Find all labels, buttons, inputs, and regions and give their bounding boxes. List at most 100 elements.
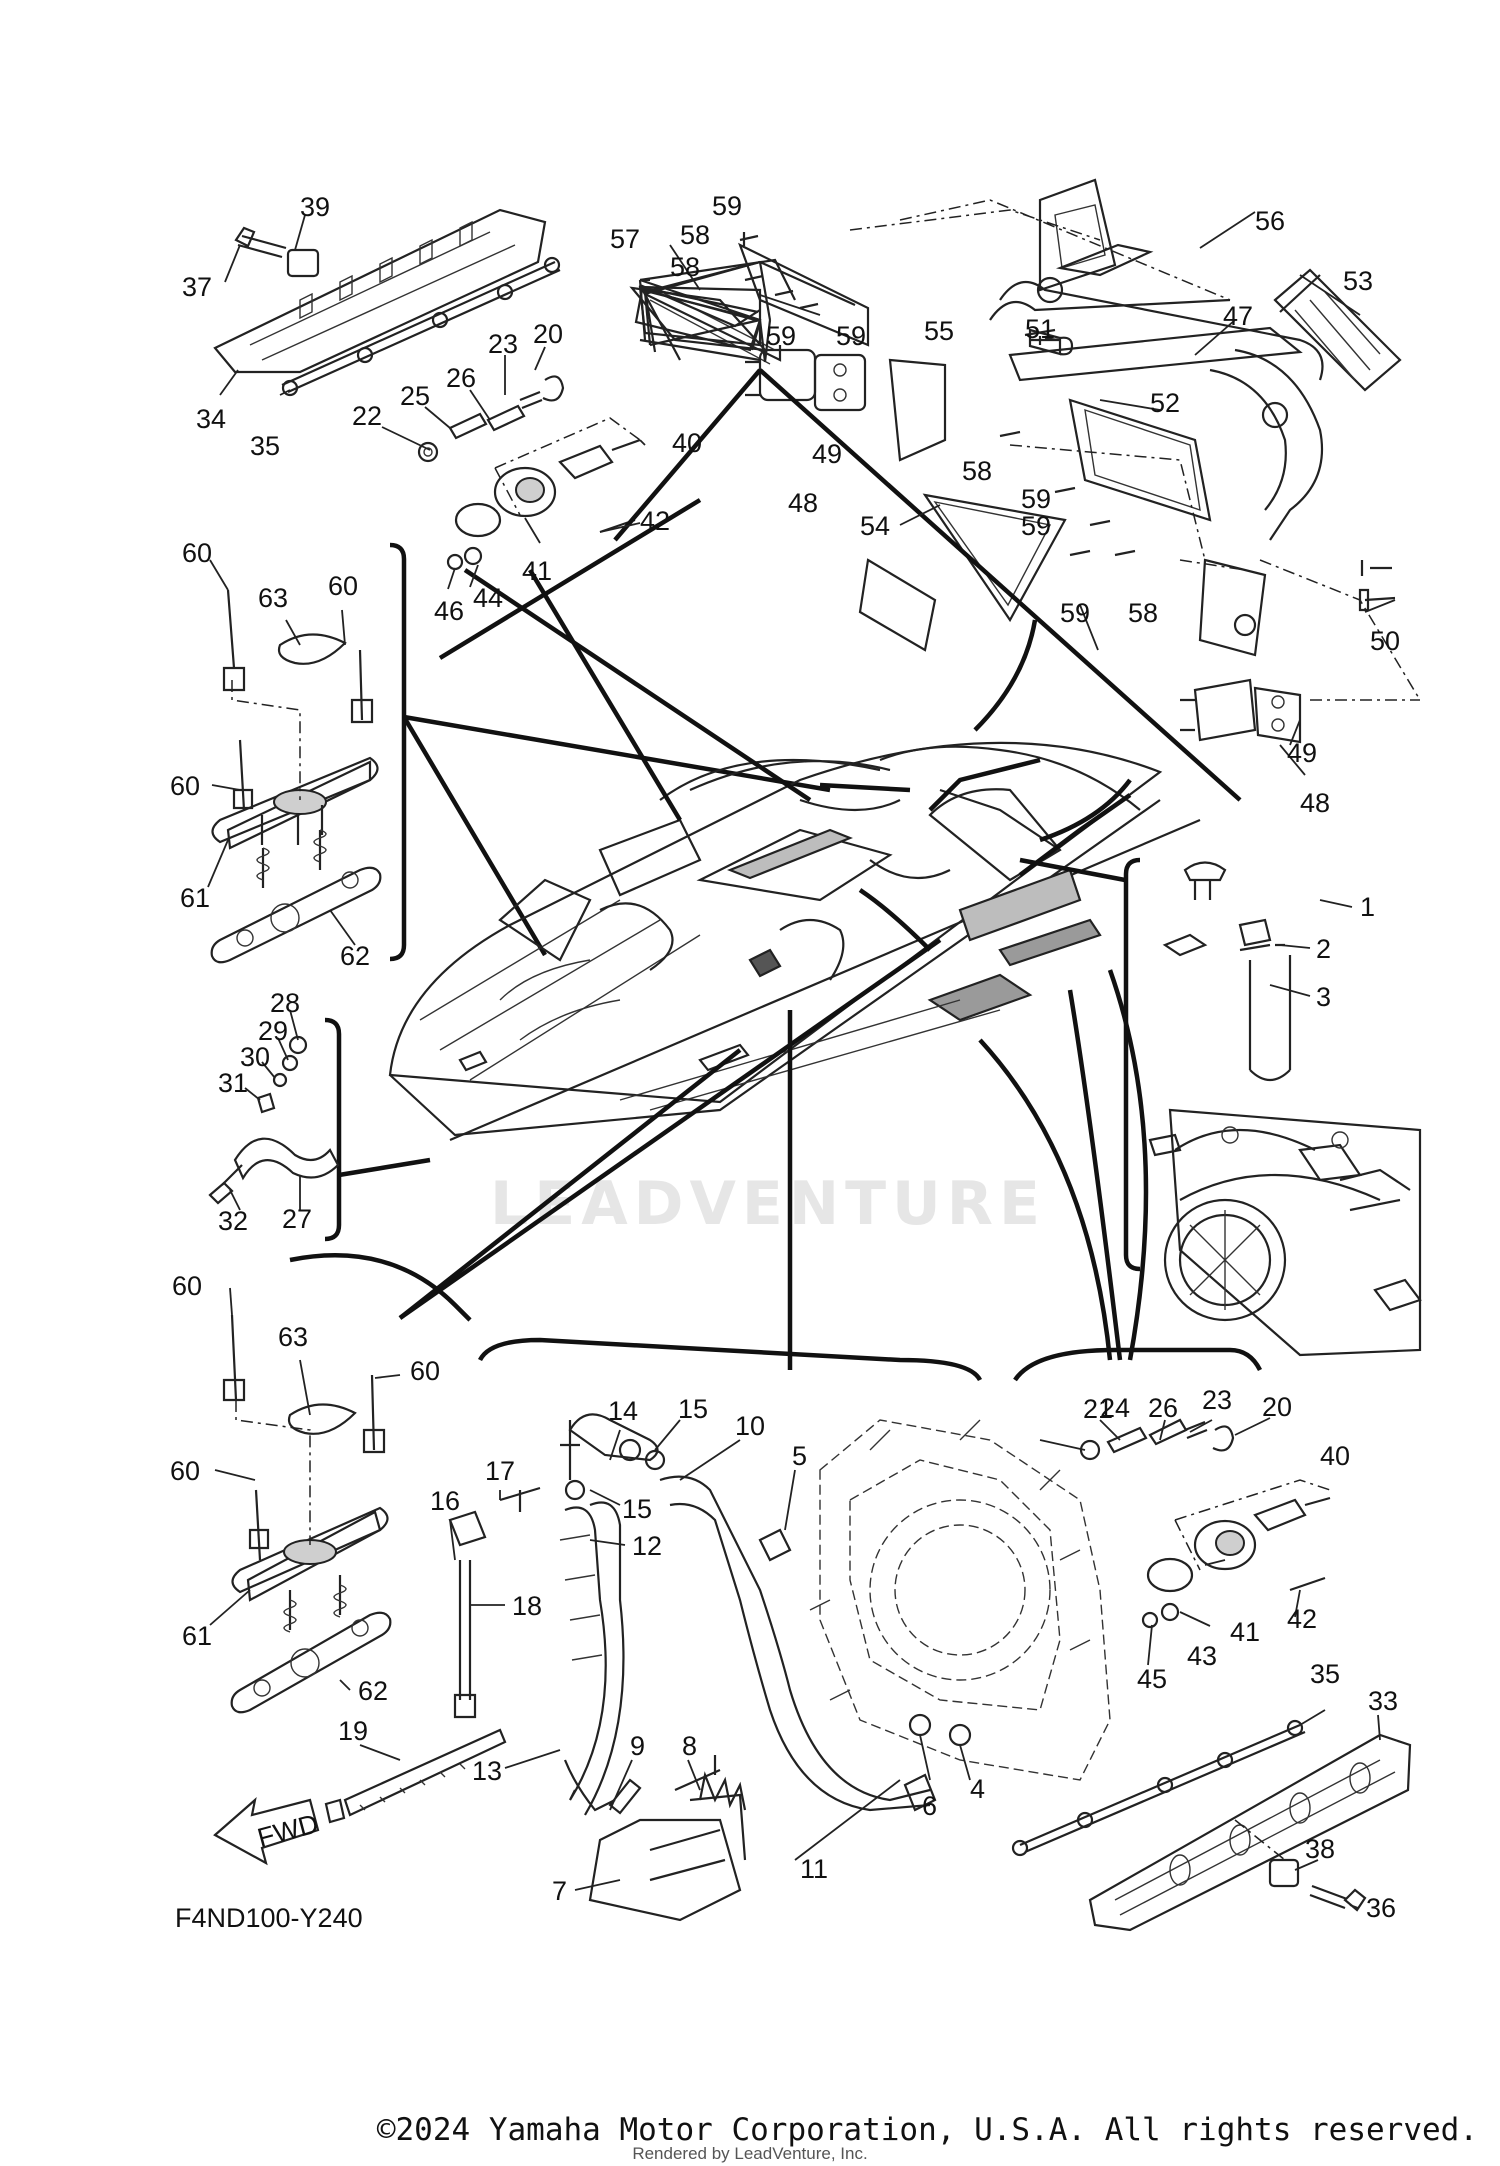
callout-labels: 1 2 3 4 5 6 7 8 9 10 11 12 13 14 15 15 1… (170, 191, 1400, 1923)
callout-8: 8 (682, 1731, 697, 1761)
rendered-by-notice: Rendered by LeadVenture, Inc. (632, 2144, 868, 2163)
left-strap-group (208, 1017, 431, 1242)
callout-15a: 15 (678, 1394, 708, 1424)
callout-33: 33 (1368, 1686, 1398, 1716)
callout-59c: 59 (836, 321, 866, 351)
callout-63a: 63 (258, 583, 288, 613)
copyright-notice: ©2024 Yamaha Motor Corporation, U.S.A. A… (376, 2112, 1478, 2148)
callout-20b: 20 (1262, 1392, 1292, 1422)
callout-6: 6 (922, 1791, 937, 1821)
callout-60a: 60 (182, 538, 212, 568)
top-center-drain-group (417, 375, 702, 660)
callout-50: 50 (1370, 626, 1400, 656)
callout-39: 39 (300, 192, 330, 222)
top-right-duct-group (613, 178, 1421, 802)
callout-20a: 20 (533, 319, 563, 349)
callout-26b: 26 (1148, 1393, 1178, 1423)
callout-58d: 58 (1128, 598, 1158, 628)
callout-49b: 49 (1287, 738, 1317, 768)
callout-35b: 35 (1310, 1659, 1340, 1689)
callout-42a: 42 (640, 506, 670, 536)
callout-44: 44 (473, 583, 503, 613)
callout-61b: 61 (182, 1621, 212, 1651)
callout-60c: 60 (170, 771, 200, 801)
callout-11: 11 (800, 1854, 828, 1884)
callout-12: 12 (632, 1531, 662, 1561)
callout-60d: 60 (172, 1271, 202, 1301)
callout-26a: 26 (446, 363, 476, 393)
callout-48a: 48 (788, 488, 818, 518)
callout-40a: 40 (672, 428, 702, 458)
left-cleat-group-top (210, 542, 831, 964)
callout-58b: 58 (670, 252, 700, 282)
callout-59d: 59 (1021, 484, 1051, 514)
callout-19: 19 (338, 1716, 368, 1746)
callout-21: 21 (1083, 1394, 1113, 1424)
callout-16: 16 (430, 1486, 460, 1516)
bottom-center-hose-group (324, 1337, 983, 1922)
callout-48b: 48 (1300, 788, 1330, 818)
callout-41a: 41 (522, 556, 552, 586)
callout-29: 29 (258, 1016, 288, 1046)
callout-59a: 59 (712, 191, 742, 221)
callout-10: 10 (735, 1411, 765, 1441)
callout-37: 37 (182, 272, 212, 302)
callout-61a: 61 (180, 883, 210, 913)
callout-4: 4 (970, 1774, 985, 1804)
callout-30: 30 (240, 1042, 270, 1072)
watermark: LEADVENTURE (490, 1169, 1046, 1239)
callout-46: 46 (434, 596, 464, 626)
jet-pump-housing (809, 1419, 1111, 1781)
callout-7: 7 (552, 1876, 567, 1906)
callout-32: 32 (218, 1206, 248, 1236)
callout-34: 34 (196, 404, 226, 434)
callout-23a: 23 (488, 329, 518, 359)
callout-58c: 58 (962, 456, 992, 486)
callout-17: 17 (485, 1456, 515, 1486)
callout-27: 27 (282, 1204, 312, 1234)
callout-54: 54 (860, 511, 890, 541)
callout-25: 25 (400, 381, 430, 411)
callout-15b: 15 (622, 1494, 652, 1524)
callout-31: 31 (218, 1068, 248, 1098)
callout-53: 53 (1343, 266, 1373, 296)
callout-2: 2 (1316, 934, 1331, 964)
callout-62b: 62 (358, 1676, 388, 1706)
callout-41b: 41 (1230, 1617, 1260, 1647)
callout-43: 43 (1187, 1641, 1217, 1671)
leader-lines (207, 211, 1396, 1909)
bottom-right-drain-group (1013, 1347, 1331, 1629)
callout-35a: 35 (250, 431, 280, 461)
callout-60e: 60 (410, 1356, 440, 1386)
callout-36: 36 (1366, 1893, 1396, 1923)
callout-45: 45 (1137, 1664, 1167, 1694)
callout-60b: 60 (328, 571, 358, 601)
callout-13: 13 (472, 1756, 502, 1786)
callout-62a: 62 (340, 941, 370, 971)
callout-23b: 23 (1202, 1385, 1232, 1415)
top-left-grip-group (213, 208, 561, 397)
callout-42b: 42 (1287, 1604, 1317, 1634)
callout-28: 28 (270, 988, 300, 1018)
callout-1: 1 (1360, 892, 1375, 922)
fwd-arrow: FWD (213, 1797, 322, 1866)
callout-24: 24 (1100, 1393, 1130, 1423)
callout-55: 55 (924, 316, 954, 346)
callout-58a: 58 (680, 220, 710, 250)
fasteners-top (739, 232, 1392, 576)
right-jet-pump-group (1123, 857, 1422, 1357)
callout-57: 57 (610, 224, 640, 254)
callout-18: 18 (512, 1591, 542, 1621)
diagram-code: F4ND100-Y240 (175, 1903, 363, 1933)
callout-59f: 59 (1060, 598, 1090, 628)
callout-14: 14 (608, 1396, 638, 1426)
callout-3: 3 (1316, 982, 1331, 1012)
bottom-right-grip-group (1011, 1719, 1412, 1932)
left-cleat-group-bottom (222, 1253, 472, 1714)
callout-60f: 60 (170, 1456, 200, 1486)
callout-40b: 40 (1320, 1441, 1350, 1471)
callout-52: 52 (1150, 388, 1180, 418)
callout-56: 56 (1255, 206, 1285, 236)
callout-59b: 59 (766, 321, 796, 351)
